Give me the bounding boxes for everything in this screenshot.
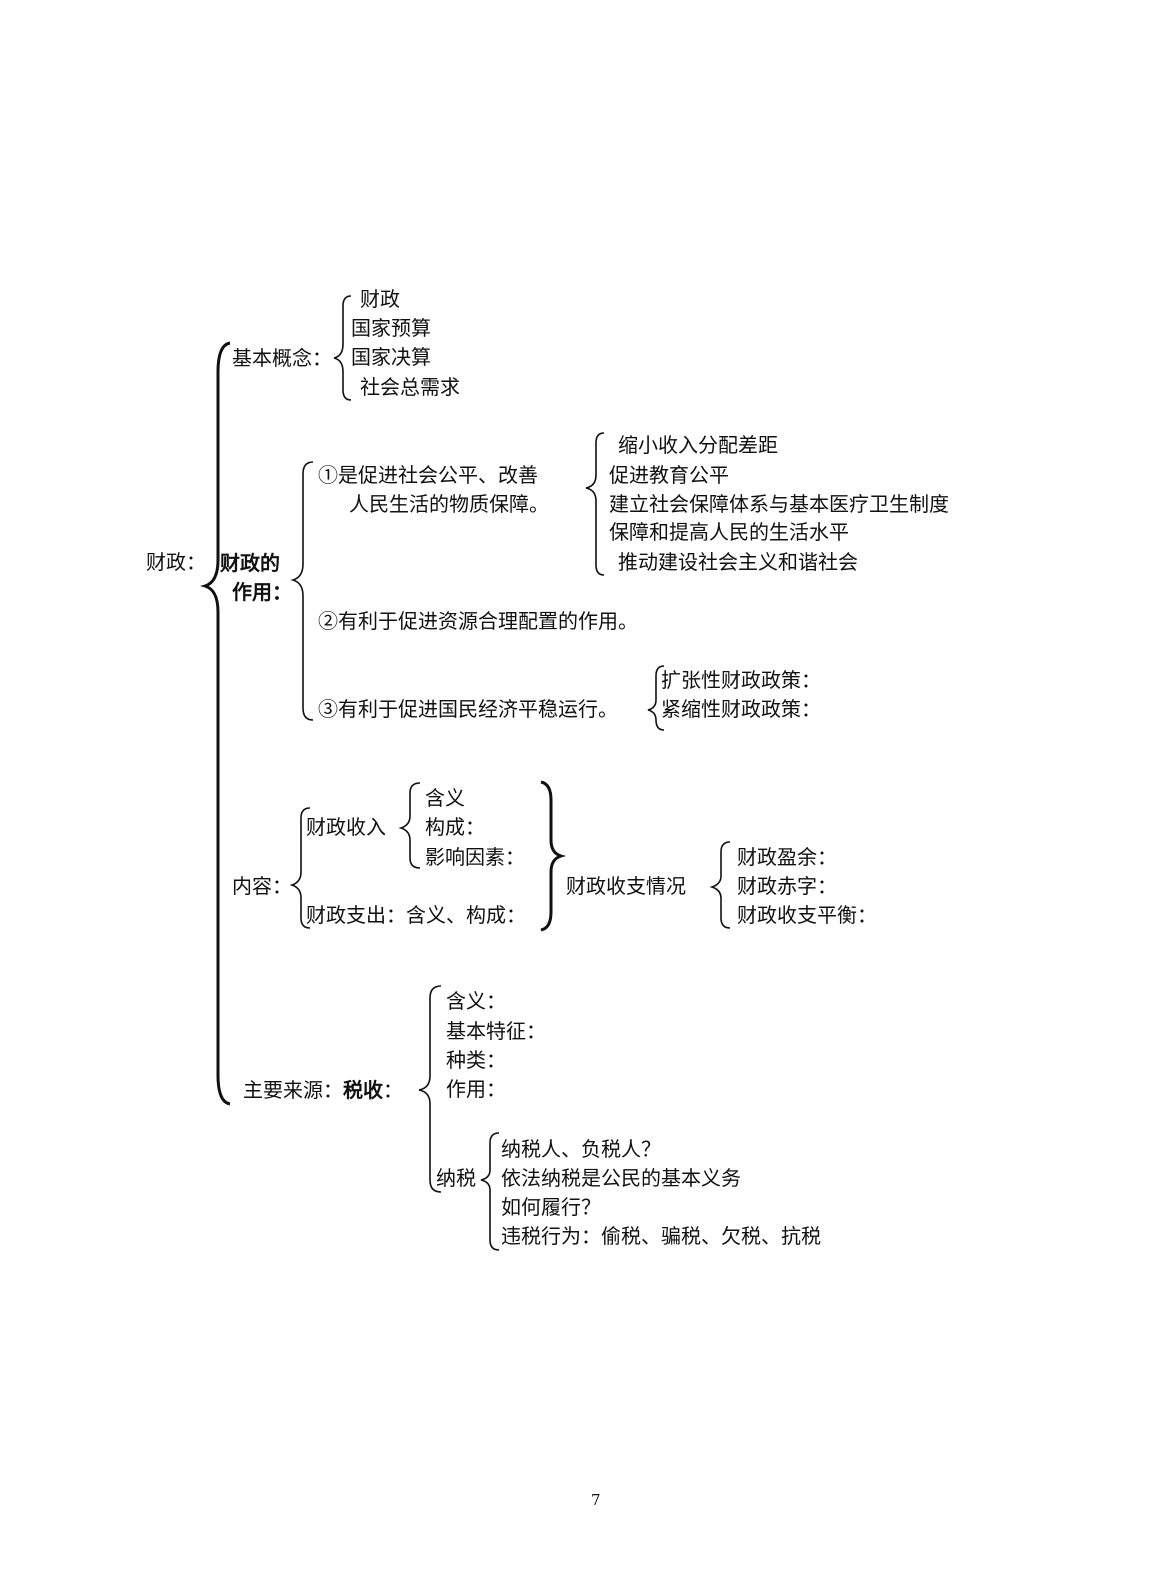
role3-sub-item: 紧缩性财政政策： <box>661 697 821 721</box>
income-item: 含义 <box>425 786 465 810</box>
page-number: 7 <box>591 1491 601 1509</box>
pay-label: 纳税 <box>436 1166 476 1190</box>
tax-item: 种类： <box>446 1048 506 1072</box>
role1-brace <box>585 432 605 576</box>
merge-brace <box>540 780 567 932</box>
pay-item: 如何履行？ <box>501 1195 601 1219</box>
role1-sub-item: 推动建设社会主义和谐社会 <box>618 550 858 574</box>
balance-item: 财政收支平衡： <box>737 903 877 927</box>
tax-label-colon: ： <box>383 1078 403 1102</box>
role3-brace <box>647 665 665 731</box>
root-label: 财政： <box>146 550 206 574</box>
role1-sub-item: 建立社会保障体系与基本医疗卫生制度 <box>609 492 949 516</box>
role-brace <box>290 461 314 721</box>
tax-item: 基本特征： <box>446 1019 546 1043</box>
income-item: 构成： <box>425 815 485 839</box>
content-brace <box>289 807 311 929</box>
tax-item: 含义： <box>446 989 506 1013</box>
concepts-label: 基本概念： <box>232 346 332 370</box>
balance-brace <box>709 841 731 929</box>
role-label: 财政的 <box>220 551 280 575</box>
role1-sub-item: 促进教育公平 <box>609 463 729 487</box>
role1-sub-item: 保障和提高人民的生活水平 <box>609 520 849 544</box>
income-brace <box>398 782 421 869</box>
role-item-1: ①是促进社会公平、改善 <box>318 463 538 487</box>
concept-item: 财政 <box>360 287 400 311</box>
pay-brace <box>480 1132 500 1251</box>
balance-label: 财政收支情况 <box>566 874 686 898</box>
role1-sub-item: 缩小收入分配差距 <box>618 433 778 457</box>
role-label-line2: 作用： <box>232 580 292 604</box>
role-item-1-line2: 人民生活的物质保障。 <box>349 492 549 516</box>
role3-sub-item: 扩张性财政政策： <box>661 668 821 692</box>
expense-label: 财政支出：含义、构成： <box>306 903 526 927</box>
pay-item: 纳税人、负税人？ <box>501 1137 661 1161</box>
tax-item: 作用： <box>446 1077 506 1101</box>
content-label: 内容： <box>232 874 292 898</box>
role-item-2: ②有利于促进资源合理配置的作用。 <box>318 609 638 633</box>
pay-item: 依法纳税是公民的基本义务 <box>501 1166 741 1190</box>
concept-item: 国家决算 <box>351 345 431 369</box>
concepts-brace <box>333 295 352 401</box>
income-label: 财政收入 <box>306 815 386 839</box>
income-item: 影响因素： <box>425 845 525 869</box>
tax-label: 主要来源：税收： <box>243 1078 403 1102</box>
root-brace <box>199 341 231 1106</box>
tax-label-prefix: 主要来源： <box>243 1078 343 1102</box>
tax-brace <box>418 985 442 1193</box>
tax-label-bold: 税收 <box>343 1078 383 1102</box>
pay-item: 违税行为：偷税、骗税、欠税、抗税 <box>501 1224 821 1248</box>
role-item-3: ③有利于促进国民经济平稳运行。 <box>318 697 618 721</box>
balance-item: 财政赤字： <box>737 874 837 898</box>
concept-item: 社会总需求 <box>360 375 460 399</box>
balance-item: 财政盈余： <box>737 845 837 869</box>
concept-item: 国家预算 <box>351 316 431 340</box>
